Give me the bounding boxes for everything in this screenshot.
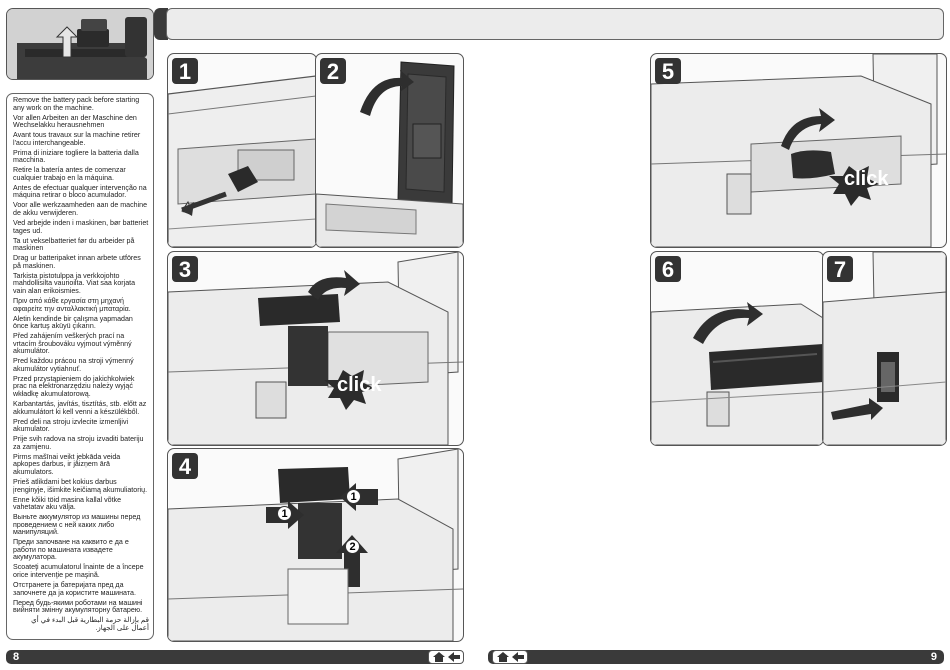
warning-no: Ta ut vekselbatteriet før du arbeider på… (13, 236, 135, 253)
sub-step-1-right: 1 (346, 489, 361, 504)
step-7-panel: 7 (822, 251, 947, 446)
warning-hr: Prije svih radova na stroju izvaditi bat… (13, 435, 144, 451)
home-icon (497, 652, 509, 662)
warning-da: Ved arbejde inden i maskinen, bør batter… (13, 219, 149, 235)
warning-cs: Před zahájením veškerých prací na vrtací… (13, 332, 132, 356)
warning-sl: Pred deli na stroju izvlecite izmenljivi… (13, 417, 129, 434)
footer-right: 9 (488, 650, 944, 664)
step-5-number: 5 (655, 58, 681, 84)
nav-button-left[interactable] (428, 650, 464, 664)
warning-lv: Pirms mašīnai veikt jebkāda veida apkope… (13, 452, 121, 476)
warning-pt: Antes de efectuar qualquer intervenção n… (13, 183, 147, 200)
warning-ar: قم بإزالة حزمة البطارية قبل البدء في أي … (31, 616, 149, 632)
warning-ro: Scoateţi acumulatorul înainte de a încep… (13, 563, 144, 580)
header-accent (154, 8, 168, 40)
warning-fr: Avant tous travaux sur la machine retire… (13, 131, 141, 147)
warning-es: Retire la batería antes de comenzar cual… (13, 166, 126, 182)
header-bar (166, 8, 944, 40)
warning-tr: Aletin kendinde bir çalışma yapmadan önc… (13, 314, 133, 331)
warning-sv: Drag ur batteripaket innan arbete utföre… (13, 254, 141, 270)
arrow-left-icon (448, 652, 460, 662)
step-2-panel: 2 (315, 53, 464, 248)
home-icon (433, 652, 445, 662)
warning-lt: Prieš atlikdami bet kokius darbus įrengi… (13, 477, 148, 494)
step-7-number: 7 (827, 256, 853, 282)
step-6-panel: 6 (650, 251, 824, 446)
step-1-number: 1 (172, 58, 198, 84)
page-number-right: 9 (930, 651, 937, 663)
sub-step-2: 2 (345, 539, 360, 554)
step-4-number: 4 (172, 453, 198, 479)
warning-de: Vor allen Arbeiten an der Maschine den W… (13, 113, 137, 130)
warning-en: Remove the battery pack before starting … (13, 96, 140, 112)
step-3-number: 3 (172, 256, 198, 282)
sub-step-1-left: 1 (277, 506, 292, 521)
step-4-panel: 4 1 1 2 (167, 448, 464, 642)
click-label-step-3: click (337, 374, 382, 396)
warning-nl: Voor alle werkzaamheden aan de machine d… (13, 201, 148, 218)
warning-sk: Pred každou prácou na stroji výmenný aku… (13, 357, 134, 373)
warning-bg: Преди започване на каквито е да е работи… (13, 538, 129, 562)
arrow-left-icon (512, 652, 524, 662)
step-3-panel: 3 click (167, 251, 464, 446)
warning-el: Πριν από κάθε εργασία στη μηχανή αφαιρεί… (13, 296, 131, 313)
step-1-panel: 1 (167, 53, 317, 248)
click-label-step-5: click (844, 168, 889, 190)
step-6-number: 6 (655, 256, 681, 282)
warning-hu: Karbantartás, javítás, tisztítás, stb. e… (13, 400, 147, 416)
step-2-number: 2 (320, 58, 346, 84)
warning-pl: Przed przystąpieniem do jakichkolwiek pr… (13, 374, 135, 399)
nav-button-right[interactable] (492, 650, 528, 664)
warning-ru: Выньте аккумулятор из машины перед прове… (13, 513, 141, 537)
step-5-panel: 5 click (650, 53, 947, 248)
warning-uk: Перед будь-якими роботами на машині вийн… (13, 598, 143, 615)
footer-left: 8 (6, 650, 464, 664)
warning-et: Enne kõiki töid masina kallal võtke vahe… (13, 495, 122, 512)
battery-thumbnail (6, 8, 154, 80)
warning-text-box: Remove the battery pack before starting … (6, 93, 154, 640)
warning-mk: Отстранете ја батеријата пред да започне… (13, 581, 136, 597)
page-number-left: 8 (13, 651, 20, 663)
warning-fi: Tarkista pistotulppa ja verkkojohto mahd… (13, 271, 136, 295)
warning-it: Prima di iniziare togliere la batteria d… (13, 148, 139, 165)
